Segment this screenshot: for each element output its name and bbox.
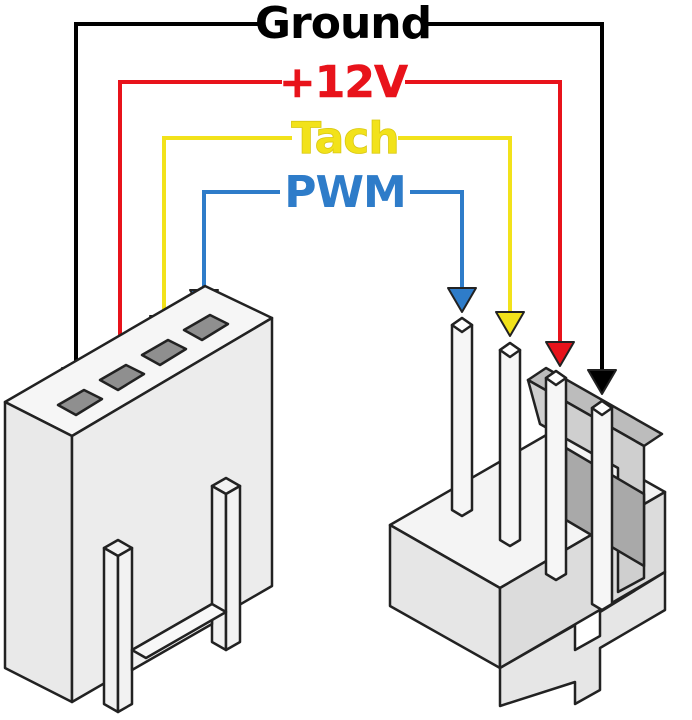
pin-hole-tach <box>140 338 188 367</box>
pin-hole-12v <box>98 363 146 392</box>
male-header-pins <box>450 316 614 612</box>
label-tach: Tach <box>291 113 398 164</box>
female-connector-front <box>3 400 74 704</box>
arrow-ground-right-icon <box>587 369 617 395</box>
arrow-tach-right-icon <box>495 311 525 337</box>
pin-hole-ground <box>56 388 104 417</box>
wire-ground <box>74 22 604 372</box>
labels: Ground +12V Tach PWM <box>255 0 432 218</box>
male-header-icon <box>388 316 667 708</box>
male-pin-12v <box>544 369 568 582</box>
wire-pwm <box>202 190 464 295</box>
wire-tach <box>162 136 512 320</box>
pin-hole-pwm <box>182 313 230 342</box>
arrow-12v-right-icon <box>545 341 575 367</box>
label-12v: +12V <box>279 57 408 108</box>
male-header-base-notch <box>498 570 667 708</box>
label-pwm: PWM <box>284 167 406 218</box>
wire-12v <box>118 80 562 350</box>
female-lock-ramp <box>102 476 242 714</box>
female-connector-icon <box>3 284 274 714</box>
female-pin-holes <box>56 313 230 417</box>
label-ground: Ground <box>255 0 431 49</box>
male-pin-pwm <box>450 316 474 518</box>
male-pin-tach <box>498 341 522 548</box>
arrow-pwm-right-icon <box>447 287 477 313</box>
male-pin-ground <box>590 399 614 612</box>
